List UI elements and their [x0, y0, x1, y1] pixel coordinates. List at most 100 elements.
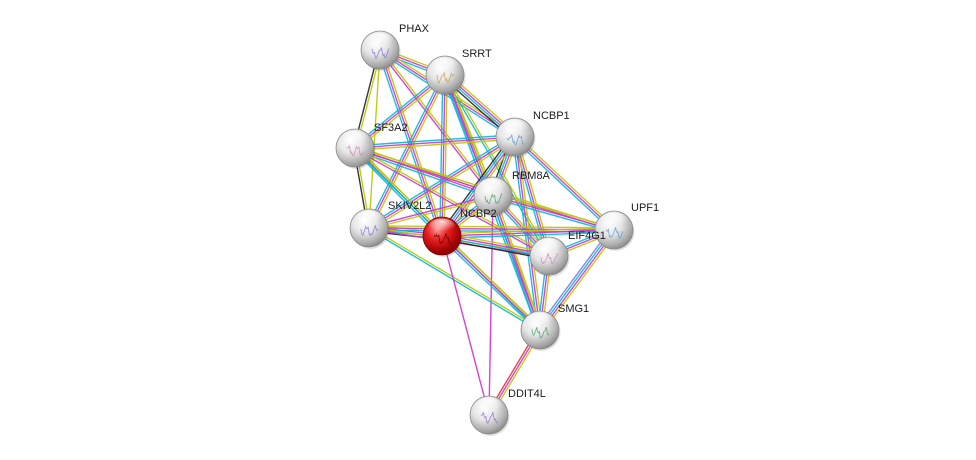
node-ncbp2[interactable] [422, 216, 463, 257]
protein-structure-icon [360, 224, 379, 236]
node-sf3a2[interactable] [335, 128, 376, 169]
edge-ncbp2-ddit4l[interactable] [441, 235, 490, 416]
edge-evidence-experiment [441, 229, 615, 237]
edge-rbm8a-upf1[interactable] [492, 193, 615, 233]
edge-evidence-database [512, 137, 548, 257]
edge-evidence-textmining [494, 195, 543, 330]
node-label-sf3a2: SF3A2 [374, 122, 408, 134]
edge-srrt-ncbp2[interactable] [439, 74, 448, 237]
edge-evidence-database [443, 75, 549, 257]
edge-phax-rbm8a[interactable] [378, 48, 495, 198]
node-label-ncbp1: NCBP1 [533, 110, 570, 122]
protein-structure-icon [605, 227, 624, 239]
edge-srrt-skiv2l2[interactable] [366, 73, 448, 230]
edge-evidence-database [439, 74, 444, 237]
node-label-eif4g1: EIF4G1 [568, 230, 606, 242]
node-srrt[interactable] [425, 55, 466, 96]
edge-ncbp1-sf3a2[interactable] [354, 134, 516, 151]
edge-evidence-textmining [370, 75, 448, 230]
node-label-rbm8a: RBM8A [512, 170, 551, 182]
edge-sf3a2-eif4g1[interactable] [354, 146, 550, 258]
node-label-srrt: SRRT [462, 48, 492, 60]
edge-rbm8a-smg1[interactable] [490, 195, 543, 331]
edge-evidence-database [538, 228, 614, 330]
protein-structure-icon [531, 326, 550, 339]
protein-structure-icon [480, 411, 499, 424]
node-highlight [479, 178, 507, 195]
edge-evidence-experiment [492, 195, 541, 331]
edge-evidence-textmining [369, 138, 517, 231]
node-highlight [366, 32, 394, 49]
node-highlight [475, 397, 503, 414]
protein-structure-icon [506, 133, 525, 146]
edge-evidence-experiment [514, 136, 550, 257]
edge-evidence-textmining [493, 193, 615, 229]
edge-evidence-textmining [355, 76, 447, 151]
edge-evidence-experiment [492, 195, 615, 231]
edge-evidence-database [513, 138, 613, 233]
node-highlight [355, 210, 383, 227]
node-highlight [501, 119, 529, 136]
edge-evidence-textmining [369, 226, 541, 330]
node-highlight [431, 57, 459, 74]
edge-evidence-experiment [514, 136, 615, 231]
node-label-skiv2l2: SKIV2L2 [388, 200, 431, 212]
edge-evidence-experiment [540, 230, 616, 332]
node-rbm8a[interactable] [473, 176, 514, 217]
edge-evidence-experiment [354, 136, 516, 149]
edge-evidence-database [440, 237, 539, 333]
edge-evidence-textmining [516, 134, 616, 229]
edge-ncbp1-eif4g1[interactable] [512, 136, 552, 257]
edge-evidence-textmining [516, 136, 552, 256]
protein-structure-icon [484, 192, 503, 205]
node-label-upf1: UPF1 [631, 202, 659, 214]
edge-ncbp1-upf1[interactable] [513, 134, 616, 233]
node-upf1[interactable] [594, 210, 635, 251]
edge-evidence-homology [536, 227, 612, 329]
edge-evidence-database [353, 72, 445, 147]
edge-evidence-textmining [369, 196, 494, 230]
edge-evidence-experiment [378, 50, 493, 198]
node-ncbp1[interactable] [495, 117, 536, 158]
edge-evidence-experiment [354, 148, 549, 258]
node-highlight [526, 312, 554, 329]
protein-structure-icon [433, 232, 452, 245]
edge-evidence-textmining [441, 227, 614, 235]
node-label-smg1: SMG1 [558, 303, 589, 315]
node-highlight [535, 238, 563, 255]
edge-evidence-textmining [368, 49, 381, 229]
protein-structure-icon [540, 252, 559, 265]
edge-evidence-experiment [368, 136, 516, 229]
nodes-layer [335, 30, 635, 436]
edge-evidence-textmining [380, 48, 495, 196]
edge-evidence-textmining [443, 233, 542, 329]
edge-evidence-database [354, 149, 493, 199]
node-skiv2l2[interactable] [349, 208, 390, 249]
protein-structure-icon [371, 47, 390, 59]
edge-evidence-experiment [441, 74, 446, 237]
edge-upf1-smg1[interactable] [536, 227, 618, 333]
edge-evidence-experiment [368, 74, 446, 229]
edge-ncbp2-smg1[interactable] [440, 233, 542, 333]
edge-evidence-database [492, 197, 614, 233]
node-highlight [600, 212, 628, 229]
node-eif4g1[interactable] [529, 236, 570, 277]
node-ddit4l[interactable] [469, 395, 510, 436]
edge-evidence-textmining [368, 225, 615, 229]
edge-ncbp2-upf1[interactable] [441, 227, 615, 239]
node-smg1[interactable] [520, 310, 561, 351]
node-label-ddit4l: DDIT4L [508, 388, 546, 400]
edge-evidence-database [354, 134, 515, 147]
edge-evidence-experiment [368, 194, 493, 228]
edge-evidence-textmining [542, 231, 618, 333]
node-phax[interactable] [360, 30, 401, 71]
node-highlight [341, 130, 369, 147]
edge-evidence-database [442, 231, 615, 239]
edge-rbm8a-skiv2l2[interactable] [368, 194, 494, 230]
edge-evidence-textmining [355, 138, 516, 151]
edge-phax-skiv2l2[interactable] [368, 49, 381, 229]
protein-structure-icon [436, 71, 455, 84]
node-highlight [428, 218, 456, 235]
